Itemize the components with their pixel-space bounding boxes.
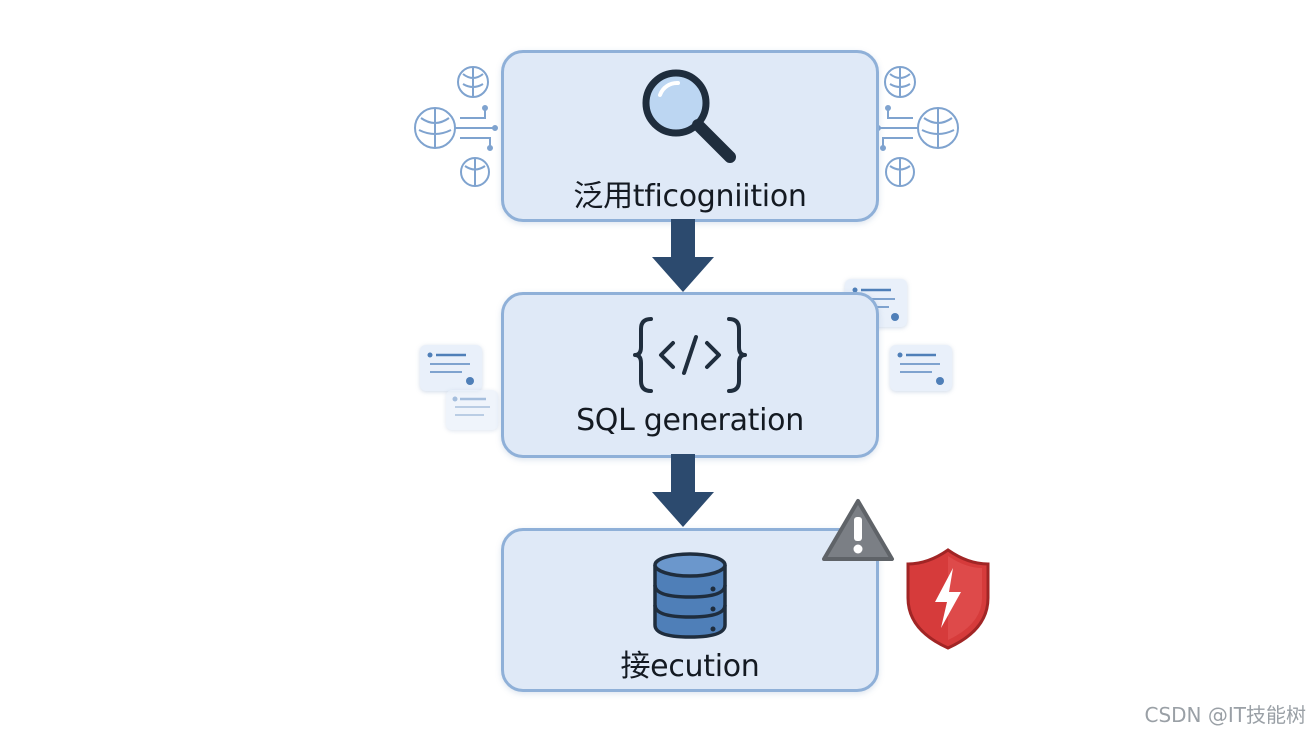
- chat-note-icon: [420, 345, 482, 391]
- watermark: CSDN @IT技能树: [1144, 703, 1307, 727]
- code-brackets-icon: [633, 317, 747, 393]
- step-label: 泛用tficogniition: [573, 179, 807, 214]
- database-icon: [653, 552, 727, 639]
- brain-circuit-icon: [875, 66, 959, 187]
- chat-note-icon: [890, 345, 952, 391]
- step-label: SQL generation: [576, 403, 804, 438]
- step-box-execution: 接ecution: [501, 528, 879, 692]
- warning-triangle-icon: [822, 499, 894, 561]
- step-box-sql-generation: SQL generation: [501, 292, 879, 458]
- step-label: 接ecution: [620, 649, 760, 684]
- flow-arrow: [652, 454, 714, 527]
- magnifier-icon: [642, 69, 736, 163]
- flow-arrow: [652, 219, 714, 292]
- shield-lightning-icon: [906, 548, 990, 650]
- brain-circuit-icon: [414, 66, 498, 187]
- chat-note-icon: [446, 390, 498, 430]
- step-box-recognition: 泛用tficogniition: [501, 50, 879, 222]
